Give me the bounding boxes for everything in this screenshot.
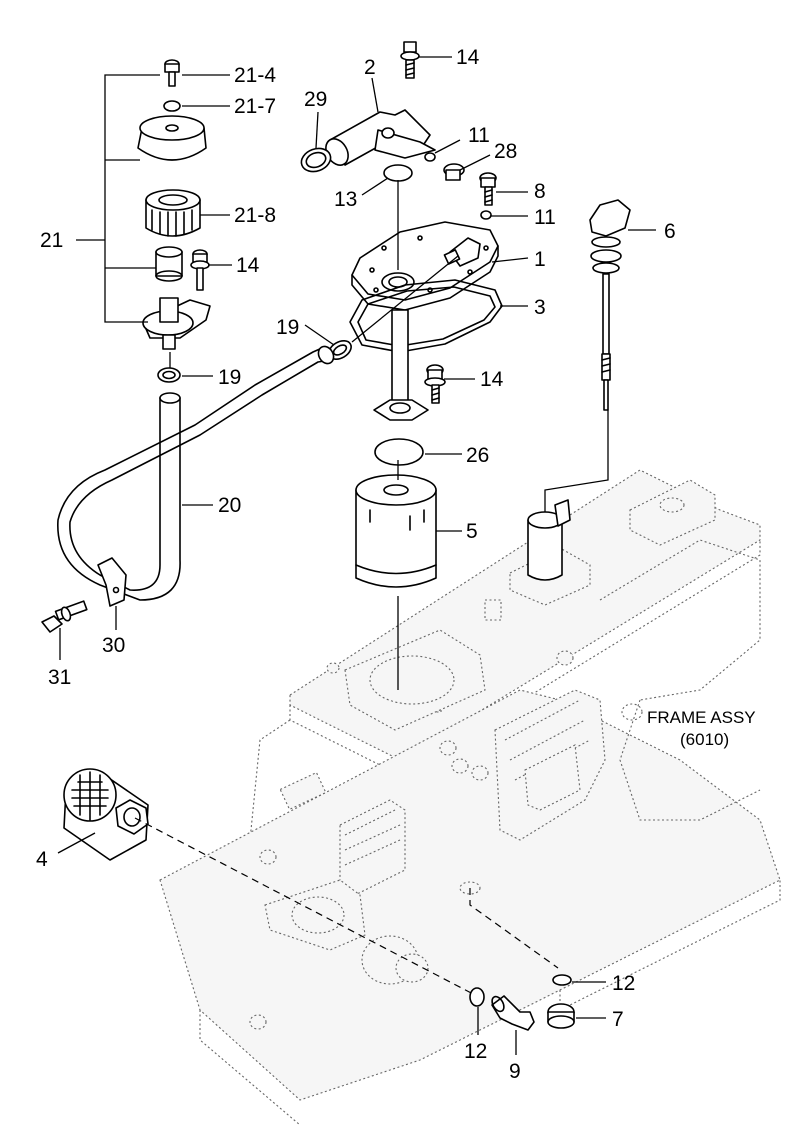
callout-14-left: 14 xyxy=(236,254,260,277)
callout-31: 31 xyxy=(48,666,71,689)
breather-base xyxy=(142,297,211,350)
callout-20: 20 xyxy=(218,494,241,517)
part-9-nipple xyxy=(491,995,535,1031)
callout-8: 8 xyxy=(534,180,546,203)
callout-6: 6 xyxy=(664,220,676,243)
part-21-breather-assembly xyxy=(137,59,211,350)
callout-21: 21 xyxy=(40,229,63,252)
part-14-bolt-top xyxy=(400,41,420,79)
part-21-8-filter xyxy=(145,189,201,237)
callout-19-lower: 19 xyxy=(218,366,241,389)
part-7-drain-plug xyxy=(547,1003,575,1029)
callout-9: 9 xyxy=(509,1060,521,1083)
part-1-cover-plate xyxy=(351,221,499,311)
part-12-o-ring-lower xyxy=(469,987,485,1007)
part-11-o-ring-right xyxy=(480,210,492,220)
callout-14-top: 14 xyxy=(456,46,480,69)
callout-11-right: 11 xyxy=(534,206,556,229)
callout-29: 29 xyxy=(304,88,327,111)
callout-labels: 14 2 29 11 28 13 8 11 6 1 3 21-4 21-7 21… xyxy=(36,46,756,1083)
frame-assy-number: (6010) xyxy=(680,730,729,749)
part-21-4-bolt xyxy=(164,59,180,87)
part-12-o-ring-right xyxy=(552,974,572,986)
part-6-dipstick xyxy=(589,199,631,411)
part-26-o-ring xyxy=(374,438,424,466)
part-29-hose-clamp xyxy=(300,147,332,173)
callout-21-4: 21-4 xyxy=(234,64,276,87)
part-5-filter-element xyxy=(355,474,437,588)
callout-11-top: 11 xyxy=(468,124,490,147)
part-30-clip xyxy=(97,557,127,607)
callout-21-7: 21-7 xyxy=(234,95,276,118)
part-19-clamp-upper xyxy=(328,340,352,360)
part-14-bolt-left xyxy=(190,249,210,291)
callout-2: 2 xyxy=(364,56,376,79)
part-14-bolt-middle xyxy=(424,364,446,404)
part-19-clamp-lower xyxy=(157,367,181,383)
part-28-plug xyxy=(443,163,465,181)
part-2-elbow-pipe xyxy=(325,109,436,166)
callout-13: 13 xyxy=(334,188,357,211)
callout-30: 30 xyxy=(102,634,125,657)
frame-assembly xyxy=(159,469,781,1126)
callout-5: 5 xyxy=(466,520,478,543)
assembly-lines xyxy=(134,180,609,996)
callout-14-middle: 14 xyxy=(480,368,504,391)
suction-tube xyxy=(373,309,429,421)
frame-assy-label: FRAME ASSY xyxy=(647,708,756,727)
callout-19-upper: 19 xyxy=(276,316,299,339)
breather-cap xyxy=(137,115,207,161)
callout-12-right: 12 xyxy=(612,972,635,995)
callout-7: 7 xyxy=(612,1008,624,1031)
part-8-bolt xyxy=(479,172,497,206)
callout-3: 3 xyxy=(534,296,546,319)
callout-12-lower: 12 xyxy=(464,1040,487,1063)
dipstick-socket xyxy=(527,499,571,581)
part-21-7-washer xyxy=(163,100,181,112)
part-4-return-filter xyxy=(63,768,149,861)
callout-21-8: 21-8 xyxy=(234,204,276,227)
callout-26: 26 xyxy=(466,444,489,467)
breather-element xyxy=(155,246,183,282)
part-11-o-ring-top xyxy=(424,152,436,162)
leader-lines xyxy=(57,56,656,1055)
callout-4: 4 xyxy=(36,848,48,871)
part-31-bolt xyxy=(41,600,88,633)
part-20-hose xyxy=(57,345,335,601)
callout-28: 28 xyxy=(494,140,517,163)
callout-1: 1 xyxy=(534,248,546,271)
